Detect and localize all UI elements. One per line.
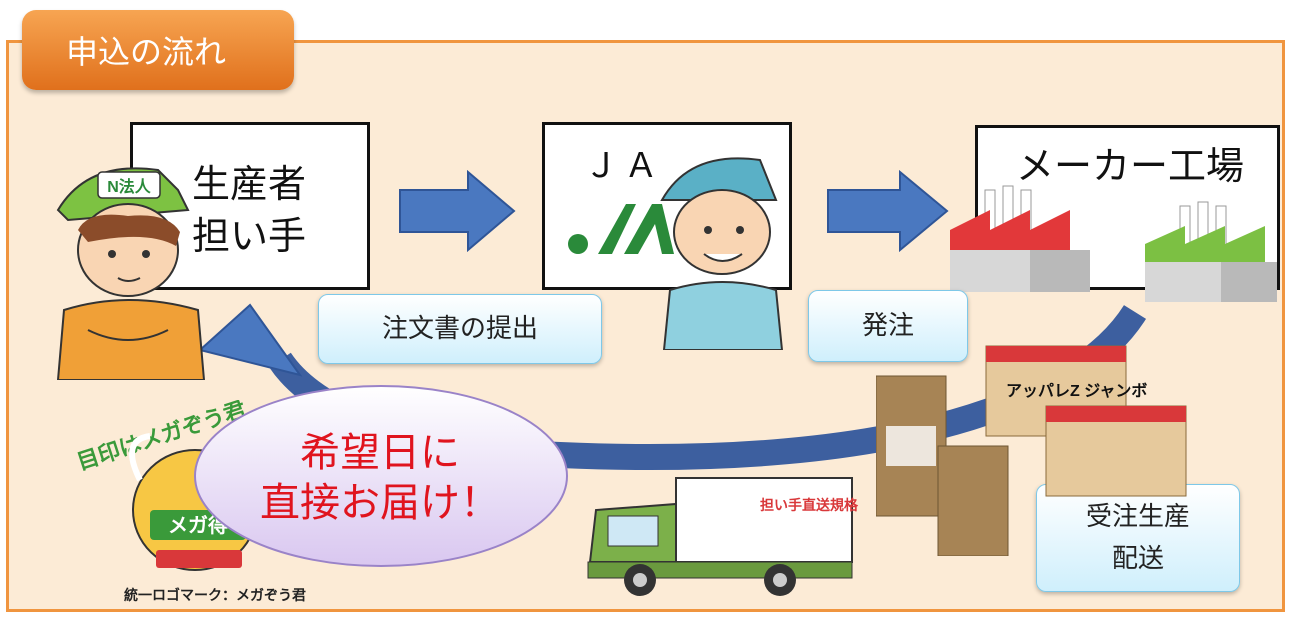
factory-green-illustration (1145, 201, 1277, 302)
factory-label: メーカー工場 (1016, 144, 1245, 188)
delivery-truck: 担い手直送規格 お届け中！ (587, 477, 860, 596)
ja-logo (568, 204, 674, 254)
delivery-bubble-text: 希望日に 直接お届け！ (200, 428, 560, 528)
producer-label-line2: 担い手 (192, 214, 307, 258)
order-submit-callout: 注文書の提出 (318, 294, 602, 364)
bubble-line1: 希望日に (300, 430, 460, 476)
ja-label: ＪＡ (584, 146, 664, 186)
page-title-text: 申込の流れ (66, 33, 227, 71)
producer-label-line1: 生産者 (192, 162, 307, 206)
truck-sign-text: 担い手直送規格 お届け中！ (760, 497, 860, 513)
product-box-label: アッパレZ ジャンボ (1006, 382, 1147, 400)
product-boxes: アッパレZ ジャンボ (876, 345, 1187, 556)
page-title: 申込の流れ (22, 10, 294, 90)
arrow-producer-to-ja (399, 170, 516, 252)
logo-caption: 統一ロゴマーク：メガぞう君 (124, 588, 306, 604)
ja-staff-illustration (660, 157, 784, 350)
farmer-illustration: N法人 (56, 167, 206, 380)
bubble-line2: 直接お届け！ (260, 480, 500, 526)
place-order-callout: 発注 (808, 290, 968, 362)
factory-red-illustration (950, 185, 1090, 292)
arrow-ja-to-factory (827, 170, 949, 252)
farmer-cap-text: N法人 (107, 177, 152, 196)
receive-line1: 受注生産 (1085, 502, 1190, 532)
delivery-bubble (194, 385, 568, 567)
receive-line2: 配送 (1111, 544, 1164, 574)
